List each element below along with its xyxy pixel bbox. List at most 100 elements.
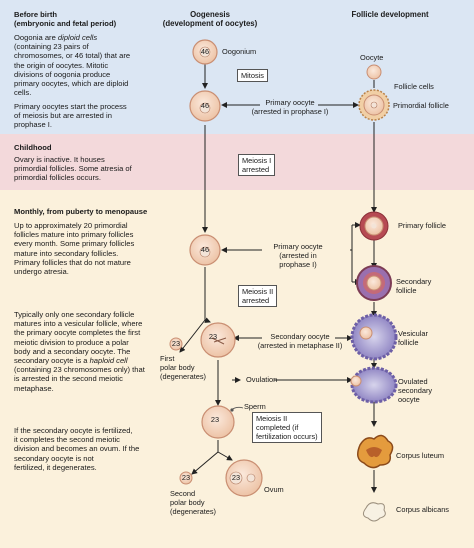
label-corpus-luteum: Corpus luteum xyxy=(396,451,445,460)
label-primary-oocyte-2: Primary oocyte (arrested in prophase I) xyxy=(256,242,340,269)
label-line: follicle xyxy=(398,337,419,347)
label-line: (arrested in prophase I) xyxy=(251,106,329,116)
label-line: Primary oocyte xyxy=(265,98,315,107)
m2-emph: haploid cell xyxy=(89,356,128,366)
label-line: (degenerates) xyxy=(160,371,207,381)
m3-line: secondary oocyte is not xyxy=(14,453,94,463)
label-line: prophase I) xyxy=(279,259,317,269)
label-line: follicle xyxy=(396,285,417,295)
band-childhood xyxy=(0,134,474,190)
before-birth-title-line2: (embryonic and fetal period) xyxy=(14,19,117,29)
p1-line: primary oocytes, which are diploid xyxy=(14,79,129,89)
before-birth-paragraph-2: Primary oocytes start the process of mei… xyxy=(14,102,164,130)
monthly-title: Monthly, from puberty to menopause xyxy=(14,207,148,216)
band-before-birth xyxy=(0,0,474,134)
label-follicle-cells: Follicle cells xyxy=(394,82,434,91)
p1-line: (containing 23 pairs of xyxy=(14,42,89,52)
label-meiosis-1-arrested: Meiosis I arrested xyxy=(238,154,276,176)
label-secondary-follicle: Secondary follicle xyxy=(396,277,432,296)
m3-line: division and becomes an ovum. If the xyxy=(14,444,140,454)
p1-line: chromosomes, or 46 total) that are xyxy=(14,51,131,61)
label-line: Ovulated xyxy=(398,377,428,386)
label-sperm: Sperm xyxy=(244,402,266,411)
header-oogenesis-line1: Oogenesis xyxy=(190,10,230,19)
monthly-paragraph-2: Typically only one secondary follicle ma… xyxy=(14,310,166,393)
label-line: arrested xyxy=(242,296,270,305)
label-mitosis: Mitosis xyxy=(237,69,268,82)
childhood-paragraph: Ovary is inactive. It houses primordial … xyxy=(14,155,164,183)
label-line: (arrested in xyxy=(279,250,317,260)
m2-line: Typically only one secondary follicle xyxy=(14,310,135,319)
label-line: polar body xyxy=(160,362,195,372)
chromosome-count: 46 xyxy=(200,101,210,110)
m3-line: it completes the second meiotic xyxy=(14,435,120,445)
label-line: First xyxy=(160,354,175,363)
childhood-line: primordial follicles. Some atresia of xyxy=(14,164,132,174)
chromosome-count: 23 xyxy=(210,415,220,424)
label-oocyte: Oocyte xyxy=(360,53,384,62)
label-primordial-follicle: Primordial follicle xyxy=(393,101,449,110)
label-vesicular-follicle: Vesicular follicle xyxy=(398,329,428,348)
p1-line: divisions of oogonia produce xyxy=(14,69,111,79)
m2-line: body and a secondary oocyte. The xyxy=(14,346,131,356)
label-primary-oocyte-1: Primary oocyte (arrested in prophase I) xyxy=(240,98,340,117)
m1-line: Primary follicles that do not mature xyxy=(14,257,131,267)
childhood-line: primordial follicles occurs. xyxy=(14,173,101,183)
label-meiosis-2-completed: Meiosis II completed (if fertilization o… xyxy=(252,412,322,443)
m2-line: metaphase. xyxy=(14,383,54,393)
label-line: completed (if xyxy=(256,423,299,432)
label-line: polar body xyxy=(170,497,205,507)
p1-line: the origin of oocytes. Mitotic xyxy=(14,60,109,70)
header-follicle: Follicle development xyxy=(351,10,429,19)
label-line: (degenerates) xyxy=(170,506,217,516)
childhood-title: Childhood xyxy=(14,143,52,152)
header-oogenesis-line2: (development of oocytes) xyxy=(162,19,258,28)
m1-line: undergo atresia. xyxy=(14,267,69,277)
label-line: Second xyxy=(170,489,196,498)
label-line: Meiosis II xyxy=(242,287,274,296)
m2-line: the primary oocyte completes the first xyxy=(14,328,141,338)
label-line: secondary xyxy=(398,385,433,395)
label-meiosis-2-arrested: Meiosis II arrested xyxy=(238,285,278,307)
p1-emph: diploid cells xyxy=(57,33,98,42)
before-birth-title-line1: Before birth xyxy=(14,10,58,19)
m2-line: is arrested in the second meiotic xyxy=(14,374,123,384)
label-line: Secondary oocyte xyxy=(270,332,330,341)
chromosome-count: 23 xyxy=(181,473,191,482)
label-line: Vesicular xyxy=(398,329,428,338)
label-primary-follicle: Primary follicle xyxy=(398,221,447,230)
p1-line: cells. xyxy=(14,88,32,98)
chromosome-count: 46 xyxy=(200,245,210,254)
chromosome-count: 46 xyxy=(200,47,210,56)
label-line: Meiosis I xyxy=(242,156,272,165)
m2-line: (containing 23 chromosomes only) that xyxy=(14,365,145,375)
chromosome-count: 23 xyxy=(231,473,241,482)
m2-line: meiotic division to produce a polar xyxy=(14,337,129,347)
label-line: oocyte xyxy=(398,394,420,404)
monthly-paragraph-1: Up to approximately 20 primordial follic… xyxy=(14,221,164,276)
m3-line: fertilized, it degenerates. xyxy=(14,462,97,472)
label-line: Secondary xyxy=(396,277,432,286)
m1-line: follicles mature into primary follicles xyxy=(14,230,134,240)
p2-line: Primary oocytes start the process xyxy=(14,102,127,111)
m3-line: If the secondary oocyte is fertilized, xyxy=(14,426,133,435)
label-ovum: Ovum xyxy=(264,485,284,494)
label-corpus-albicans: Corpus albicans xyxy=(396,505,449,514)
before-birth-title: Before birth (embryonic and fetal period… xyxy=(14,10,154,28)
label-line: Meiosis II xyxy=(256,414,288,423)
p2-line: prophase I. xyxy=(14,120,52,130)
childhood-line: Ovary is inactive. It houses xyxy=(14,155,105,164)
label-second-polar-body: Second polar body (degenerates) xyxy=(170,489,217,516)
label-oogonium: Oogonium xyxy=(222,47,257,56)
header-oogenesis: Oogenesis (development of oocytes) xyxy=(160,10,260,28)
monthly-paragraph-3: If the secondary oocyte is fertilized, i… xyxy=(14,426,164,472)
label-ovulation: Ovulation xyxy=(246,375,278,384)
label-secondary-oocyte: Secondary oocyte (arrested in metaphase … xyxy=(248,332,352,351)
label-line: arrested xyxy=(242,165,270,174)
p1-text: Oogonia are xyxy=(14,33,58,42)
m1-line: every month. Some primary follicles xyxy=(14,239,135,249)
label-ovulated-secondary-oocyte: Ovulated secondary oocyte xyxy=(398,377,433,404)
label-line: (arrested in metaphase II) xyxy=(257,340,343,350)
m1-line: Up to approximately 20 primordial xyxy=(14,221,128,230)
